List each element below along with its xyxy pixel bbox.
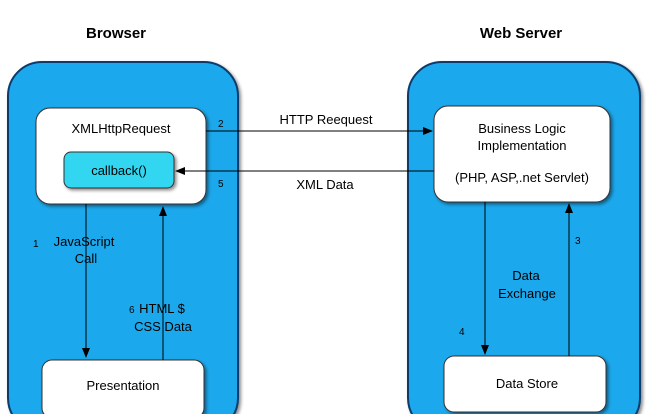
business-logic-line3: (PHP, ASP,.net Servlet): [455, 170, 589, 185]
data-exchange-line1: Data: [512, 268, 540, 283]
data-store-step-number: 3: [575, 236, 581, 247]
business-logic-line2: Implementation: [478, 138, 567, 153]
http-request-step-number: 2: [218, 119, 224, 130]
javascript-call-step-number: 1: [33, 239, 39, 250]
html-css-line1: HTML $: [139, 301, 186, 316]
callback-box: [63, 151, 175, 189]
data-exchange-step-number: 4: [459, 327, 465, 338]
data-exchange-line2: Exchange: [498, 286, 556, 301]
javascript-call-line1: JavaScript: [54, 234, 115, 249]
presentation-label: Presentation: [87, 378, 160, 393]
data-store-box: [443, 355, 607, 413]
business-logic-box: [433, 105, 611, 203]
html-css-line2: CSS Data: [134, 319, 193, 334]
callback-label: callback(): [91, 163, 147, 178]
web-server-title: Web Server: [480, 25, 562, 42]
presentation-box: [41, 359, 205, 414]
xml-data-step-number: 5: [218, 179, 224, 190]
data-store-label: Data Store: [496, 376, 558, 391]
business-logic-line1: Business Logic: [478, 121, 566, 136]
html-css-step-number: 6: [129, 305, 135, 316]
browser-title: Browser: [86, 25, 146, 42]
javascript-call-line2: Call: [75, 251, 98, 266]
xmlhttprequest-label: XMLHttpRequest: [72, 121, 171, 136]
xml-data-label: XML Data: [296, 177, 354, 192]
http-request-label: HTTP Reequest: [280, 112, 373, 127]
